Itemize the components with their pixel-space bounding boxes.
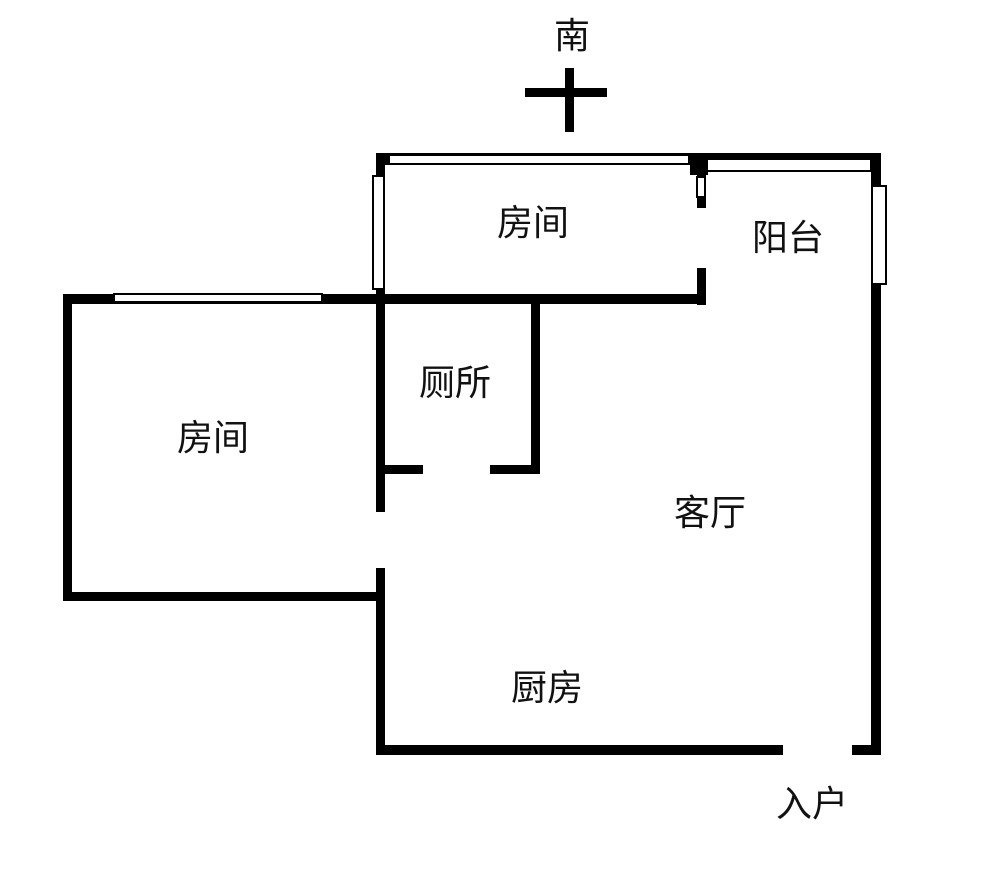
wall-balcony-top bbox=[706, 153, 881, 159]
wall-stub-lower bbox=[697, 268, 706, 305]
room-labels: 房间 阳台 厕所 房间 客厅 厨房 入户 bbox=[177, 203, 848, 825]
wall-toilet-bottom-left bbox=[376, 465, 423, 474]
label-kitchen: 厨房 bbox=[511, 668, 583, 709]
label-balcony: 阳台 bbox=[752, 218, 824, 259]
wall-bottom-right bbox=[852, 745, 881, 755]
label-bedroom-south: 房间 bbox=[497, 203, 569, 244]
label-toilet: 厕所 bbox=[419, 363, 491, 404]
label-living-room: 客厅 bbox=[674, 493, 746, 534]
compass-direction-label: 南 bbox=[554, 16, 590, 57]
window-balcony-top bbox=[706, 158, 872, 172]
window-west-room bbox=[113, 293, 323, 303]
wall-pillar bbox=[690, 153, 708, 175]
wall-toilet-west bbox=[376, 294, 385, 512]
wall-kitchen-west bbox=[376, 568, 385, 755]
wall-toilet-bottom-right bbox=[490, 465, 540, 474]
wall-toilet-east bbox=[531, 300, 540, 474]
wall-east bbox=[871, 155, 881, 755]
window-small bbox=[696, 176, 706, 198]
windows bbox=[113, 154, 887, 303]
wall-bottom-left bbox=[376, 745, 783, 755]
compass: 南 bbox=[525, 16, 607, 132]
label-bedroom-west: 房间 bbox=[177, 418, 249, 459]
window-balcony-east bbox=[871, 185, 887, 285]
compass-cross-vertical bbox=[565, 68, 574, 132]
window-south-room bbox=[388, 154, 690, 165]
wall-west bbox=[63, 294, 72, 601]
wall-west-room-bottom bbox=[63, 592, 385, 601]
label-entrance: 入户 bbox=[776, 784, 848, 825]
window-south-room-west bbox=[372, 175, 385, 290]
